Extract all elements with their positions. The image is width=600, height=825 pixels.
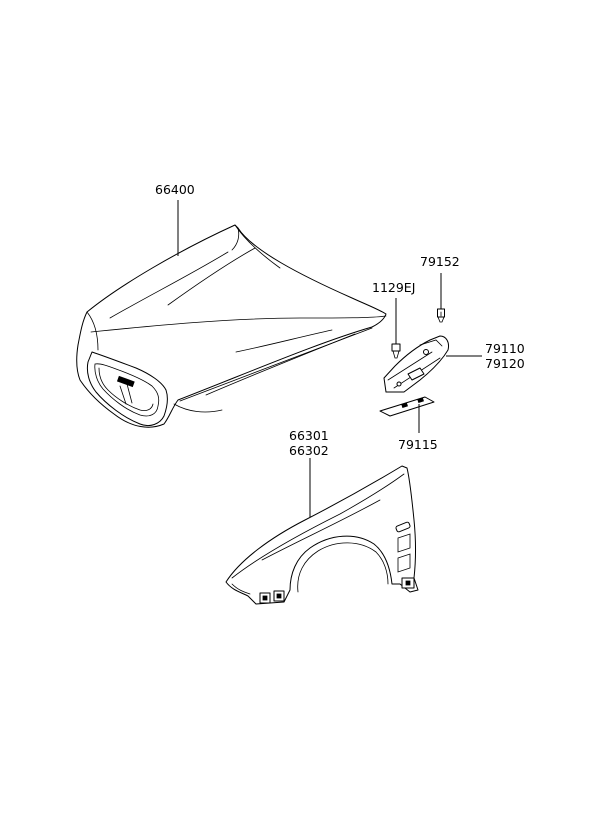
front-fender-lh-part-number-label[interactable]: 66301 bbox=[289, 428, 329, 443]
hinge-shim-part-number-label[interactable]: 79115 bbox=[398, 437, 438, 452]
hinge-shim-part[interactable] bbox=[379, 396, 435, 417]
hood-part-number-label[interactable]: 66400 bbox=[155, 182, 195, 197]
hood-bolt-part[interactable] bbox=[437, 273, 445, 323]
clip-part[interactable] bbox=[391, 298, 401, 359]
front-fender-part[interactable] bbox=[225, 465, 419, 605]
hood-part[interactable] bbox=[76, 224, 387, 428]
clip-part-number-label[interactable]: 1129EJ bbox=[372, 280, 415, 295]
hood-hinge-rh-part-number-label[interactable]: 79120 bbox=[485, 356, 525, 371]
front-fender-rh-part-number-label[interactable]: 66302 bbox=[289, 443, 329, 458]
hood-hinge-lh-part-number-label[interactable]: 79110 bbox=[485, 341, 525, 356]
hood-bolt-part-number-label[interactable]: 79152 bbox=[420, 254, 460, 269]
hood-hinge-part[interactable] bbox=[383, 335, 449, 393]
